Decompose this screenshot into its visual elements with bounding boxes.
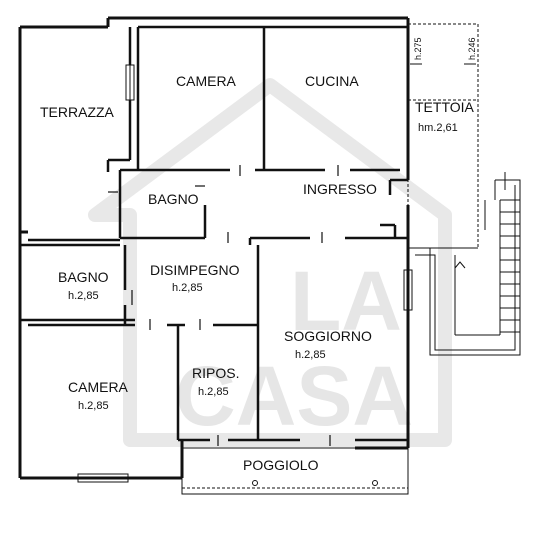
watermark-line1: LA xyxy=(290,254,402,348)
label-bagno-top: BAGNO xyxy=(148,191,199,207)
label-camera-top: CAMERA xyxy=(176,73,237,89)
label-poggiolo: POGGIOLO xyxy=(243,457,319,473)
label-cucina: CUCINA xyxy=(305,73,359,89)
label-tettoia-height: hm.2,61 xyxy=(418,122,458,134)
label-soggiorno: SOGGIORNO xyxy=(284,328,372,344)
poggiolo-area xyxy=(181,447,409,495)
watermark: LA CASA xyxy=(88,78,452,447)
label-camera-bottom-height: h.2,85 xyxy=(78,400,109,412)
label-dimension-right: h.246 xyxy=(467,37,477,60)
staircase xyxy=(410,172,521,356)
label-soggiorno-height: h.2,85 xyxy=(295,349,326,361)
label-disimpegno: DISIMPEGNO xyxy=(150,262,240,278)
watermark-house-outline xyxy=(88,78,452,447)
room-labels: TERRAZZA CAMERA CUCINA TETTOIA hm.2,61 B… xyxy=(40,37,477,473)
label-tettoia: TETTOIA xyxy=(415,99,475,115)
label-disimpegno-height: h.2,85 xyxy=(172,282,203,294)
label-camera-bottom: CAMERA xyxy=(68,379,129,395)
interior-walls xyxy=(20,25,408,442)
watermark-line2: CASA xyxy=(175,349,413,443)
label-bagno-left-height: h.2,85 xyxy=(68,290,99,302)
label-dimension-left: h.275 xyxy=(413,37,423,60)
label-ingresso: INGRESSO xyxy=(303,181,377,197)
label-bagno-left: BAGNO xyxy=(58,269,109,285)
label-terrazza: TERRAZZA xyxy=(40,104,115,120)
label-ripos: RIPOS. xyxy=(192,365,239,381)
label-ripos-height: h.2,85 xyxy=(198,386,229,398)
windows xyxy=(77,64,413,483)
doors xyxy=(108,165,339,446)
